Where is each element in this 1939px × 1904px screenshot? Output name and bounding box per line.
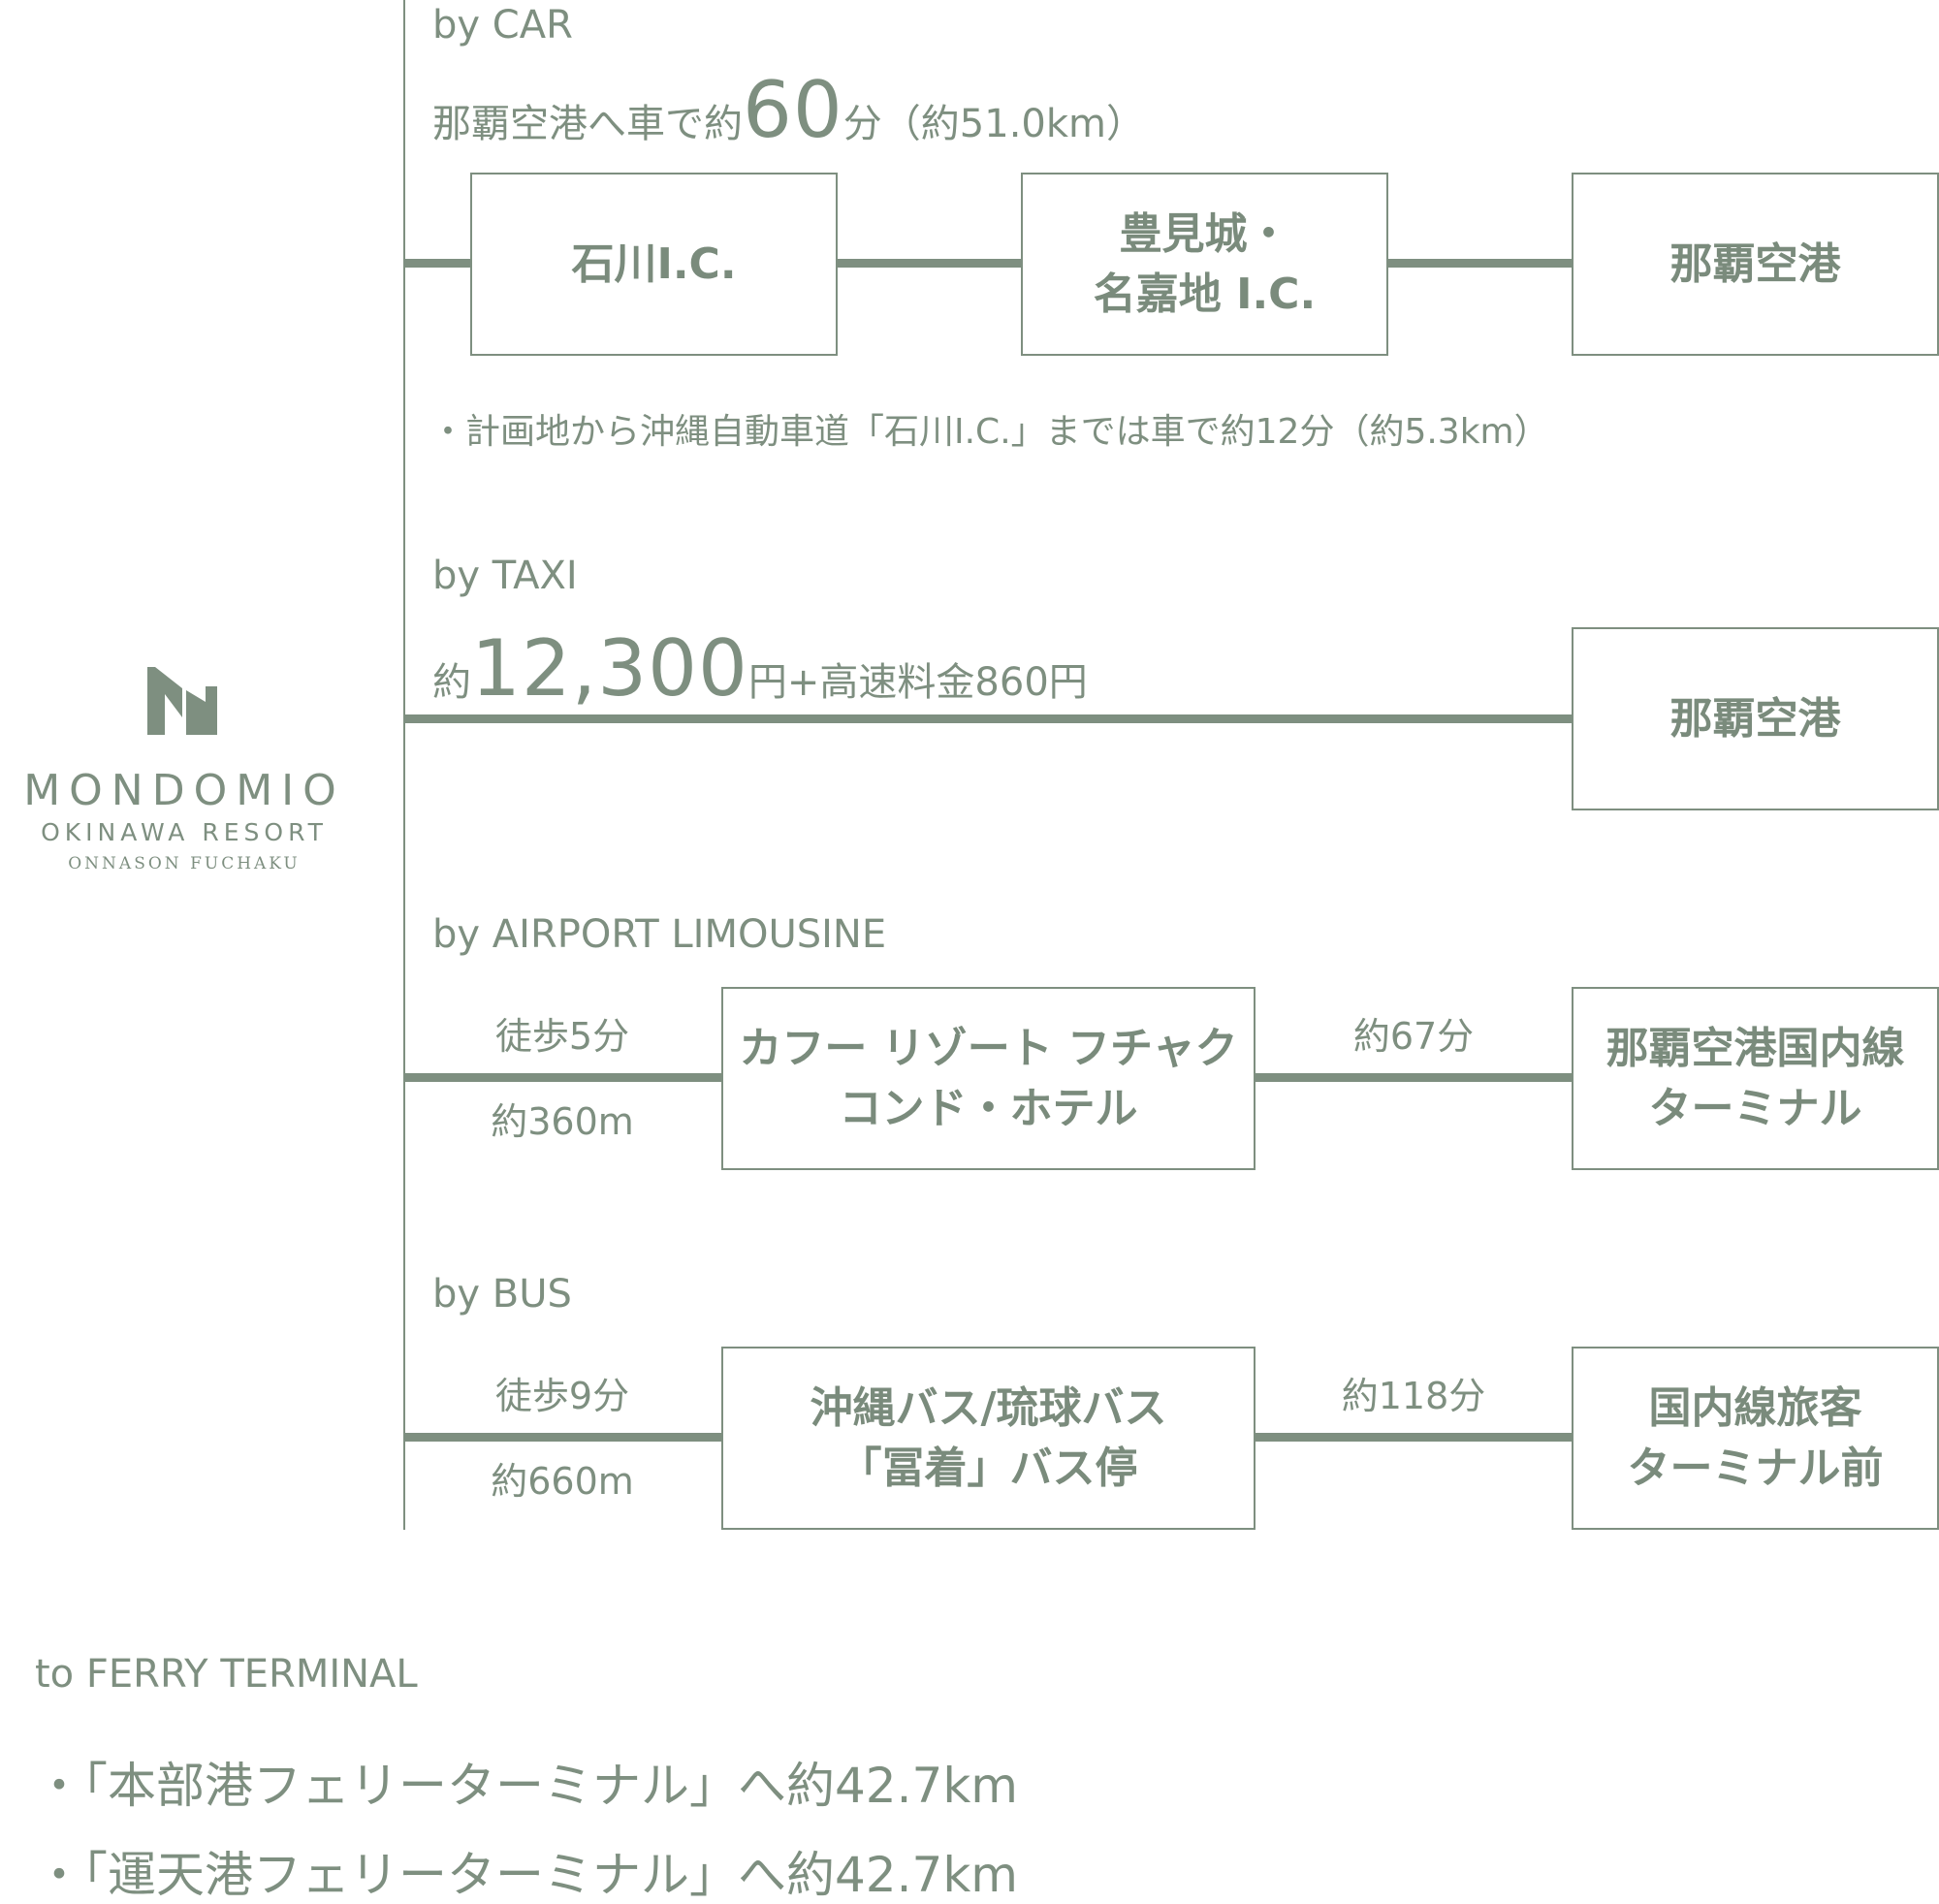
limousine-stop-kafuu: カフー リゾート フチャク コンド・ホテル [721, 987, 1256, 1170]
taxi-fare-suffix: 円+高速料金860円 [747, 660, 1088, 705]
taxi-destination-label: 那覇空港 [1669, 693, 1841, 744]
limousine-heading: by AIRPORT LIMOUSINE [432, 912, 887, 957]
car-time-suffix: 分（約51.0km） [842, 102, 1145, 146]
car-time-prefix: 那覇空港へ車で約 [432, 102, 743, 146]
car-stop-tomigusuku-label: 豊見城・ 名嘉地 I.C. [1093, 208, 1317, 319]
car-time-line: 那覇空港へ車で約60分（約51.0km） [432, 72, 1145, 163]
car-route-line [404, 259, 1573, 268]
bus-walk-distance: 約660m [491, 1460, 634, 1503]
taxi-fare-value: 12,300 [471, 623, 748, 714]
bus-stop-fuchaku: 沖縄バス/琉球バス 「冨着」バス停 [721, 1347, 1256, 1530]
taxi-destination-naha-airport: 那覇空港 [1572, 627, 1939, 810]
logo-subtitle: OKINAWA RESORT [41, 818, 328, 846]
bus-walk-time: 徒歩9分 [494, 1375, 630, 1417]
car-note: ・計画地から沖縄自動車道「石川I.C.」までは車で約12分（約5.3km） [430, 412, 1549, 452]
limousine-stop-label: カフー リゾート フチャク コンド・ホテル [739, 1023, 1238, 1133]
car-heading: by CAR [432, 3, 573, 48]
taxi-heading: by TAXI [432, 554, 578, 598]
car-stop-tomigusuku: 豊見城・ 名嘉地 I.C. [1021, 173, 1388, 356]
car-destination-label: 那覇空港 [1669, 238, 1841, 289]
car-time-value: 60 [743, 65, 843, 155]
car-stop-ishikawa-label: 石川I.C. [571, 238, 737, 289]
logo-location: ONNASON FUCHAKU [68, 854, 301, 873]
limousine-destination-terminal: 那覇空港国内線 ターミナル [1572, 987, 1939, 1170]
bus-heading: by BUS [432, 1272, 572, 1317]
limousine-destination-label: 那覇空港国内線 ターミナル [1605, 1023, 1905, 1133]
bus-ride-time: 約118分 [1341, 1375, 1486, 1417]
car-stop-ishikawa: 石川I.C. [470, 173, 838, 356]
bus-destination-label: 国内線旅客 ターミナル前 [1627, 1382, 1884, 1493]
logo-name: MONDOMIO [23, 766, 345, 815]
ferry-item-motobu: ・「本部港フェリーターミナル」へ約42.7km [35, 1758, 1018, 1814]
bus-destination-terminal: 国内線旅客 ターミナル前 [1572, 1347, 1939, 1530]
bus-stop-label: 沖縄バス/琉球バス 「冨着」バス停 [810, 1382, 1167, 1493]
logo-mark-icon [147, 667, 217, 735]
limousine-walk-time: 徒歩5分 [494, 1015, 630, 1058]
taxi-route-line [404, 714, 1573, 723]
route-spine [403, 0, 405, 1530]
ferry-item-unten: ・「運天港フェリーターミナル」へ約42.7km [35, 1847, 1018, 1903]
ferry-heading: to FERRY TERMINAL [35, 1652, 418, 1697]
limousine-walk-distance: 約360m [491, 1100, 634, 1143]
car-destination-naha-airport: 那覇空港 [1572, 173, 1939, 356]
taxi-fare-prefix: 約 [432, 660, 471, 705]
taxi-fare-line: 約12,300円+高速料金860円 [432, 630, 1088, 721]
limousine-ride-time: 約67分 [1352, 1015, 1475, 1058]
